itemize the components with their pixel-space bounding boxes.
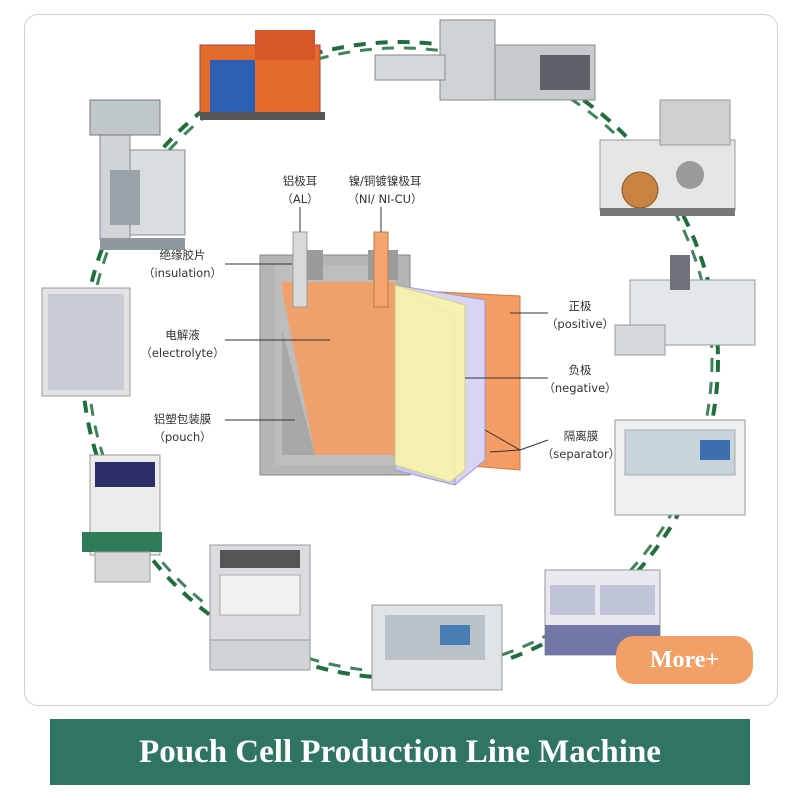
positive-zh: 正极 xyxy=(568,299,592,313)
electrolyte-label: 电解液 （electrolyte） xyxy=(140,326,225,362)
tab-al-label: 铝极耳 （AL） xyxy=(270,172,330,208)
negative-zh: 负极 xyxy=(568,363,592,377)
tab-ni-zh: 镍/铜镀镍极耳 xyxy=(348,174,422,188)
machine-packaging xyxy=(371,604,503,691)
machine-electrolyte-filling xyxy=(209,544,311,671)
separator-zh: 隔离膜 xyxy=(563,429,599,443)
separator-label: 隔离膜 （separator） xyxy=(536,427,626,463)
pouch-label: 铝塑包装膜 （pouch） xyxy=(140,410,225,446)
machine-planetary-mixer xyxy=(89,99,186,250)
tab-al-en: （AL） xyxy=(281,192,319,206)
pouch-en: （pouch） xyxy=(153,430,212,444)
machine-slitting xyxy=(374,19,596,101)
tab-ni-en: （NI/ NI-CU） xyxy=(347,192,423,206)
insulation-label: 绝缘胶片 （insulation） xyxy=(140,246,225,282)
negative-label: 负极 （negative） xyxy=(540,361,620,397)
positive-label: 正极 （positive） xyxy=(540,297,620,333)
negative-en: （negative） xyxy=(543,381,617,395)
positive-en: （positive） xyxy=(545,317,615,331)
more-button[interactable]: More+ xyxy=(616,636,753,684)
machine-grading-cabinet xyxy=(41,287,131,397)
pouch-zh: 铝塑包装膜 xyxy=(153,412,212,426)
insulation-en: （insulation） xyxy=(142,266,223,280)
machine-stacking xyxy=(614,419,746,516)
separator-en: （separator） xyxy=(541,447,621,461)
page-title: Pouch Cell Production Line Machine xyxy=(139,733,661,770)
machine-calendering xyxy=(599,99,736,216)
title-banner: Pouch Cell Production Line Machine xyxy=(50,719,750,785)
pouch-cell-illustration xyxy=(225,207,549,486)
machine-die-cutting xyxy=(614,255,756,356)
insulation-zh: 绝缘胶片 xyxy=(159,248,206,262)
machine-sealing xyxy=(82,454,162,583)
electrolyte-en: （electrolyte） xyxy=(140,346,225,360)
tab-al-zh: 铝极耳 xyxy=(282,174,318,188)
machine-coating xyxy=(199,30,325,120)
electrolyte-zh: 电解液 xyxy=(165,328,200,342)
tab-ni-label: 镍/铜镀镍极耳 （NI/ NI-CU） xyxy=(330,172,440,208)
